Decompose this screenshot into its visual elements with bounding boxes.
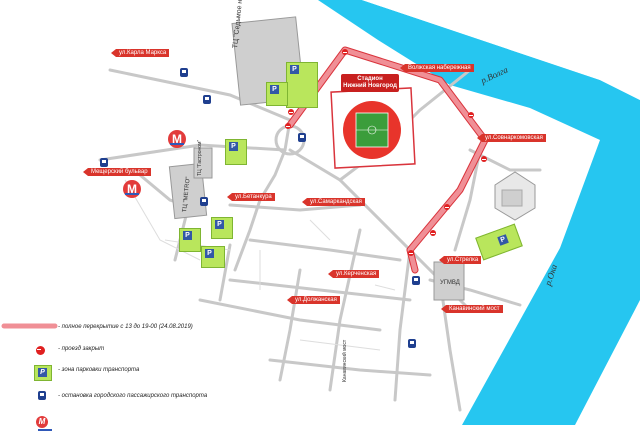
street-label-kanavinsky: Канавинский мост — [441, 305, 503, 313]
legend-bus-text: - остановка городского пассажирского тра… — [58, 393, 208, 399]
street-label-karl-marx: ул.Карла Маркса — [110, 49, 170, 57]
street-label-kerchenskaya: ул.Керченская — [327, 270, 380, 278]
river-volga-oka — [318, 0, 640, 425]
no-entry-icon — [288, 109, 294, 115]
stadium-title-line2: Нижний Новгород — [343, 83, 397, 89]
no-entry-icon — [444, 204, 450, 210]
no-entry-icon — [481, 156, 487, 162]
no-entry-icon — [468, 112, 474, 118]
building-gastronom — [193, 147, 213, 179]
no-entry-icon — [430, 230, 436, 236]
street-label-betancourt: ул.Бетанкура — [227, 193, 275, 201]
bus-stop-icon — [200, 197, 208, 206]
no-entry-icon — [285, 123, 291, 129]
street-label-volzhskaya: Волжская набережная — [400, 64, 474, 72]
metro-icon: М — [123, 180, 141, 198]
river-bank — [362, 0, 640, 100]
metro-icon: М — [36, 416, 52, 431]
bus-stop-icon — [408, 339, 416, 348]
no-entry-icon — [408, 250, 414, 256]
parking-legend-icon: P — [34, 365, 52, 381]
parking-letter: P — [229, 142, 238, 151]
bus-stop-icon — [412, 276, 420, 285]
parking-zone-2: P — [266, 82, 288, 106]
bus-stop-icon — [100, 158, 108, 167]
building-gastronom-label: ТЦ "Гастроном" — [197, 139, 203, 176]
parking-zone-5: P — [211, 217, 233, 239]
street-label-sovnarkomovskaya: ул.Совнаркомовская — [477, 134, 546, 142]
parking-letter: P — [215, 220, 224, 229]
parking-letter: P — [270, 85, 279, 94]
parking-letter: P — [205, 249, 214, 258]
building-right-block — [433, 261, 465, 301]
parking-letter: P — [290, 65, 299, 74]
street-label-samarkandskaya: ул.Самаркандская — [302, 198, 365, 206]
street-label-kanavinsky-bridge-road: Канавинский мост — [342, 339, 348, 382]
stadium-title-line1: Стадион — [357, 76, 383, 82]
legend-no-entry-text: - проезд закрыт — [58, 346, 105, 352]
no-entry-icon — [342, 49, 348, 55]
street-label-dolzhanskaya: ул.Должанская — [287, 296, 340, 304]
parking-letter: P — [38, 368, 47, 377]
parking-letter: P — [183, 231, 192, 240]
bus-stop-icon — [38, 391, 46, 400]
legend-closure-text: - полное перекрытие с 13 до 19-00 (24.08… — [58, 324, 193, 330]
bus-stop-icon — [203, 95, 211, 104]
metro-icon: М — [168, 130, 186, 148]
bus-stop-icon — [298, 133, 306, 142]
parking-zone-1: P — [286, 62, 318, 108]
parking-zone-3: P — [225, 139, 247, 165]
pitch-circle — [367, 125, 377, 135]
building-right-block-label: УГМВД — [440, 280, 460, 286]
parking-zone-6: P — [201, 246, 225, 268]
building-church-core — [501, 189, 523, 207]
legend-parking-text: - зона парковки транспорта — [58, 367, 140, 373]
parking-zone-4: P — [179, 228, 201, 252]
parking-letter: P — [497, 234, 509, 246]
street-label-meshchersky: Мещерский бульвар — [83, 168, 151, 176]
bus-stop-icon — [180, 68, 188, 77]
stadium-label: Стадион Нижний Новгород — [341, 74, 399, 92]
street-label-strelka: ул.Стрелка — [438, 256, 482, 264]
road-network — [98, 38, 542, 412]
no-entry-icon — [36, 346, 45, 355]
